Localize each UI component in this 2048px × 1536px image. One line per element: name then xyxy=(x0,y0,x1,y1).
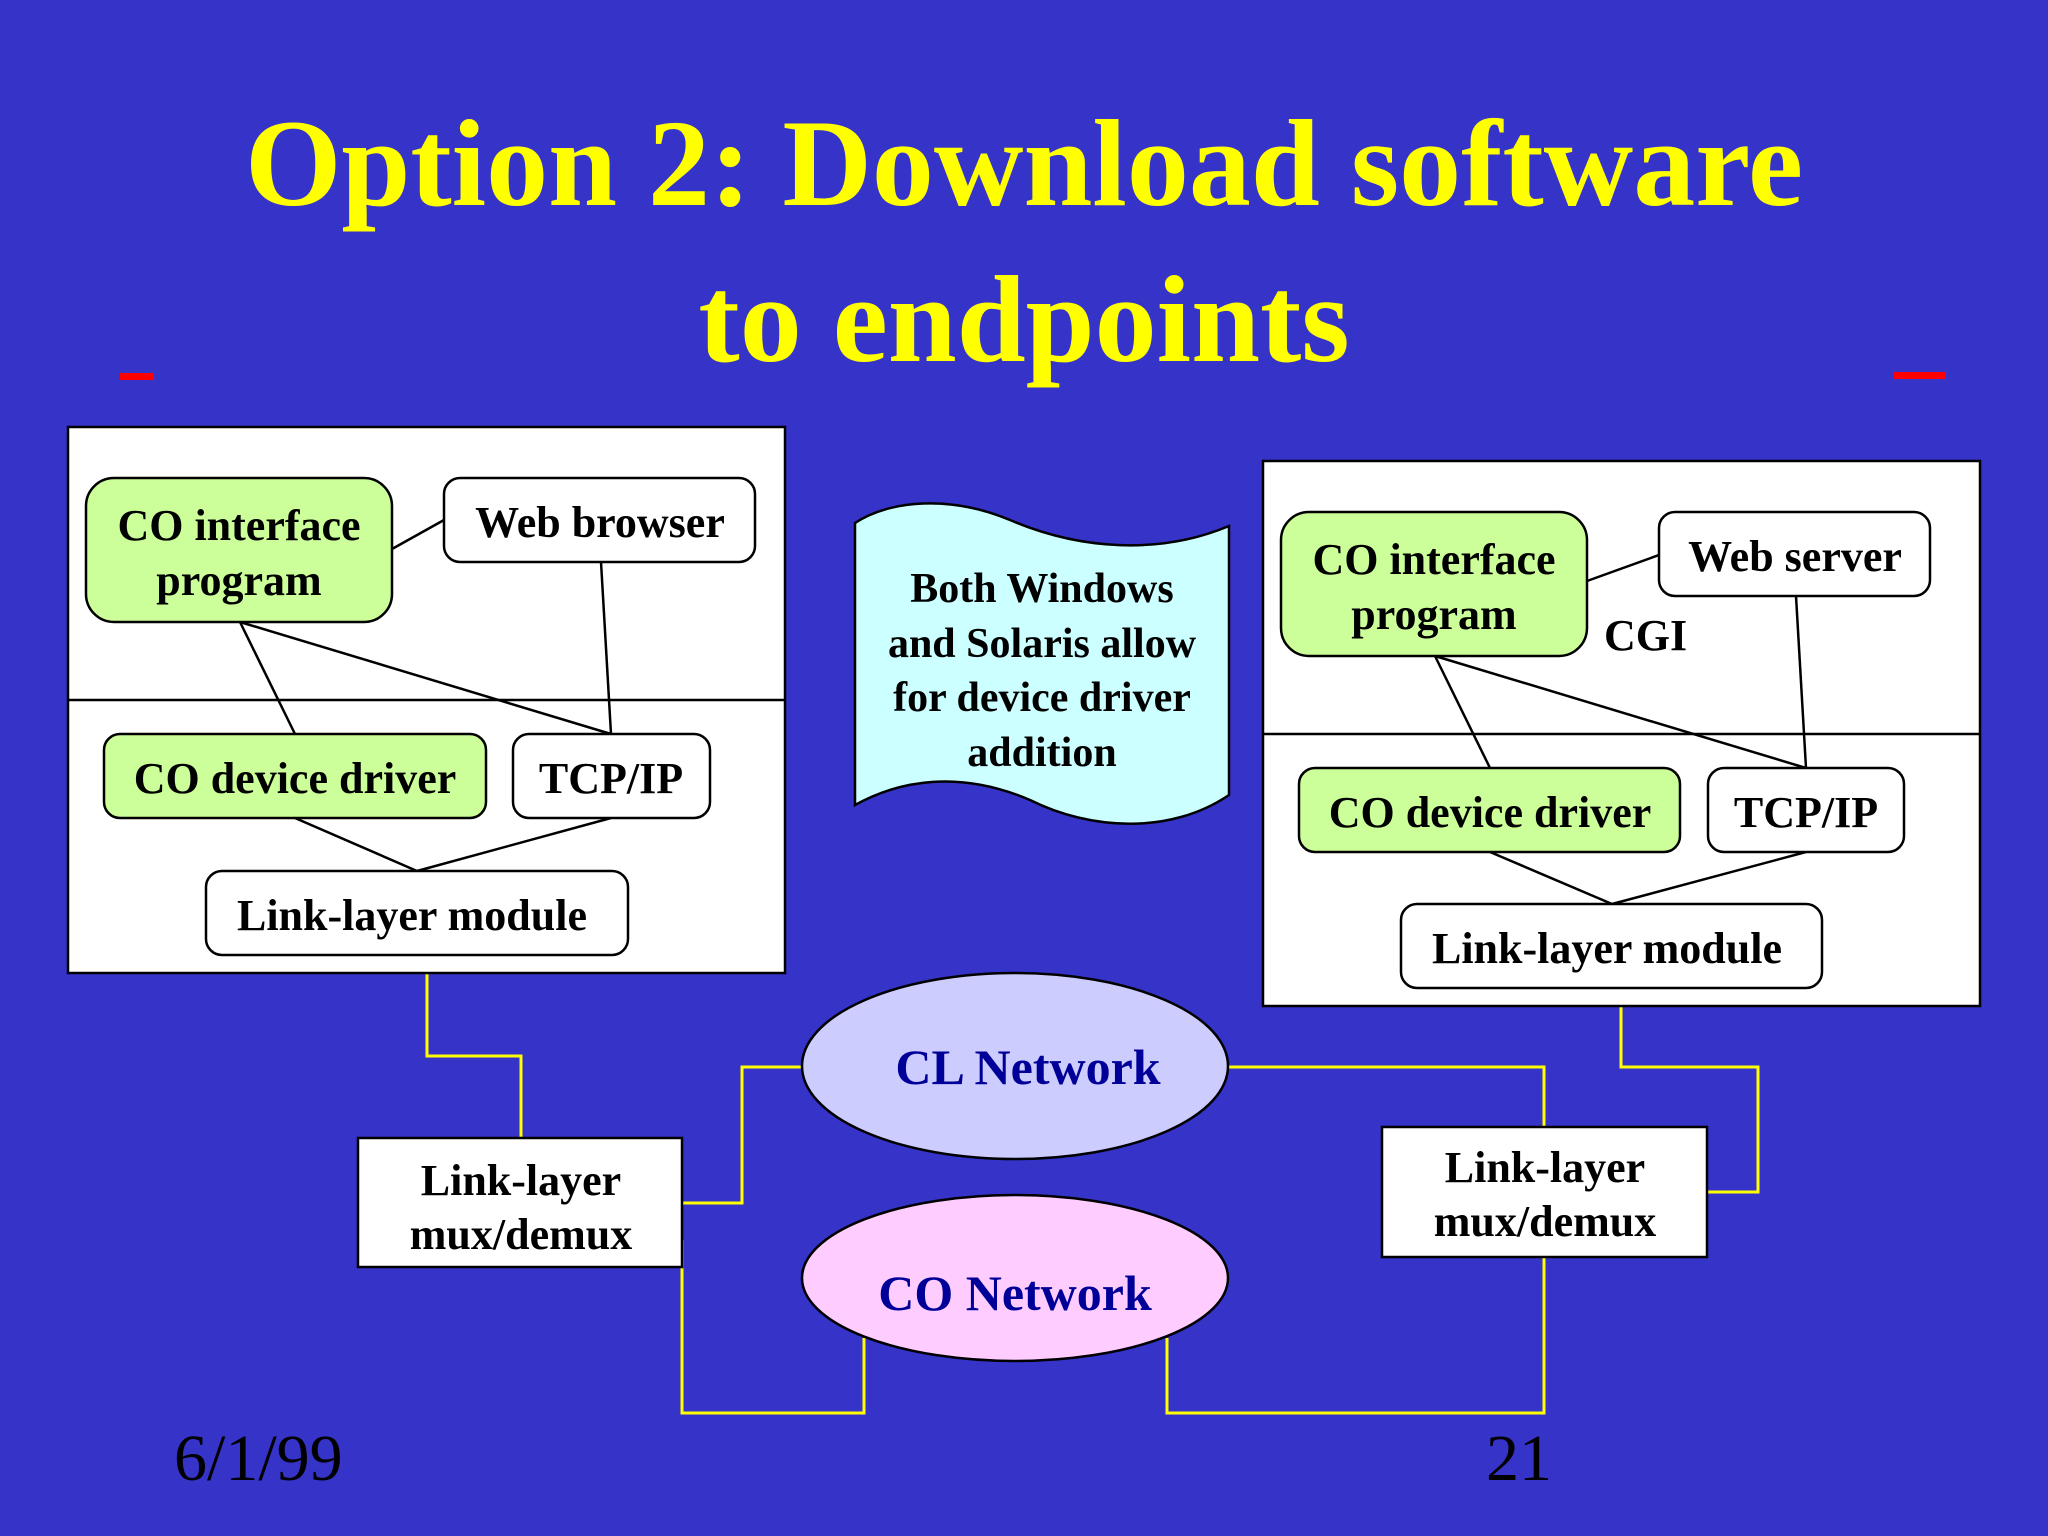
right-co-device-driver-label: CO device driver xyxy=(1329,788,1652,837)
right-tcpip-box[interactable] xyxy=(1706,766,1906,854)
left-co-interface-label-2: program xyxy=(156,556,321,605)
right-co-interface-program-box[interactable] xyxy=(1279,510,1589,658)
co-network-to-right-mux-line xyxy=(1165,1257,1546,1415)
note-flag: Both Windows and Solaris allow for devic… xyxy=(853,502,1231,825)
right-red-dash xyxy=(1894,372,1946,379)
co-network-label: CO Network xyxy=(878,1265,1152,1321)
note-line-2: and Solaris allow xyxy=(888,621,1197,667)
cl-network[interactable]: CL Network xyxy=(800,971,1230,1161)
left-link-layer-module-box[interactable] xyxy=(204,869,630,957)
left-mux-demux[interactable]: Link-layer mux/demux xyxy=(356,1136,684,1269)
right-link-layer-module-label: Link-layer module xyxy=(1432,924,1782,973)
web-browser-box[interactable] xyxy=(442,476,757,564)
web-browser-label: Web browser xyxy=(475,498,725,547)
right-link-layer-module-box[interactable] xyxy=(1399,902,1824,990)
cgi-label: CGI xyxy=(1604,611,1687,660)
right-co-interface-label-2: program xyxy=(1351,590,1516,639)
right-endpoint-to-mux-line xyxy=(1619,1006,1760,1194)
cl-network-ellipse[interactable] xyxy=(800,971,1230,1161)
right-mux-label-2: mux/demux xyxy=(1434,1197,1656,1246)
left-mux-label-2: mux/demux xyxy=(410,1210,632,1259)
slide-title-line-2: to endpoints xyxy=(698,251,1350,388)
right-endpoint-host: CO interface program CGI Web server CO d… xyxy=(1261,459,1982,1008)
left-mux-to-co-network-line xyxy=(680,1240,866,1415)
left-co-device-driver-label: CO device driver xyxy=(134,754,457,803)
cl-network-label: CL Network xyxy=(895,1039,1160,1095)
right-co-interface-label-1: CO interface xyxy=(1312,535,1555,584)
footer-date: 6/1/99 xyxy=(174,1422,343,1495)
left-tcpip-label: TCP/IP xyxy=(539,754,683,803)
left-red-dash xyxy=(120,373,154,380)
left-endpoint-host: CO interface program Web browser CO devi… xyxy=(66,425,787,975)
right-mux-demux-box[interactable] xyxy=(1380,1125,1709,1259)
left-co-interface-program-box[interactable] xyxy=(84,476,394,624)
left-tcpip-box[interactable] xyxy=(511,732,712,820)
left-mux-to-cl-network-line xyxy=(682,1065,802,1205)
link-connections xyxy=(425,973,1760,1415)
slide-title-line-1: Option 2: Download software xyxy=(244,95,1804,232)
left-mux-demux-box[interactable] xyxy=(356,1136,684,1269)
left-mux-label-1: Link-layer xyxy=(421,1156,621,1205)
co-network-ellipse[interactable] xyxy=(800,1193,1230,1363)
left-endpoint-to-mux-line xyxy=(425,973,523,1138)
web-server-box[interactable] xyxy=(1657,510,1932,598)
note-flag-shape xyxy=(853,502,1231,825)
web-server-label: Web server xyxy=(1688,532,1902,581)
right-mux-demux[interactable]: Link-layer mux/demux xyxy=(1380,1125,1709,1259)
right-mux-label-1: Link-layer xyxy=(1445,1143,1645,1192)
page-number: 21 xyxy=(1486,1422,1552,1495)
note-line-1: Both Windows xyxy=(910,566,1173,612)
note-line-3: for device driver xyxy=(893,675,1191,721)
note-line-4: addition xyxy=(967,730,1116,776)
left-co-interface-label-1: CO interface xyxy=(117,501,360,550)
left-link-layer-module-label: Link-layer module xyxy=(237,891,587,940)
right-tcpip-label: TCP/IP xyxy=(1734,788,1878,837)
left-co-device-driver-box[interactable] xyxy=(102,732,488,820)
right-co-device-driver-box[interactable] xyxy=(1297,766,1682,854)
co-network[interactable]: CO Network xyxy=(800,1193,1230,1363)
cl-network-to-right-mux-line xyxy=(1228,1065,1546,1127)
